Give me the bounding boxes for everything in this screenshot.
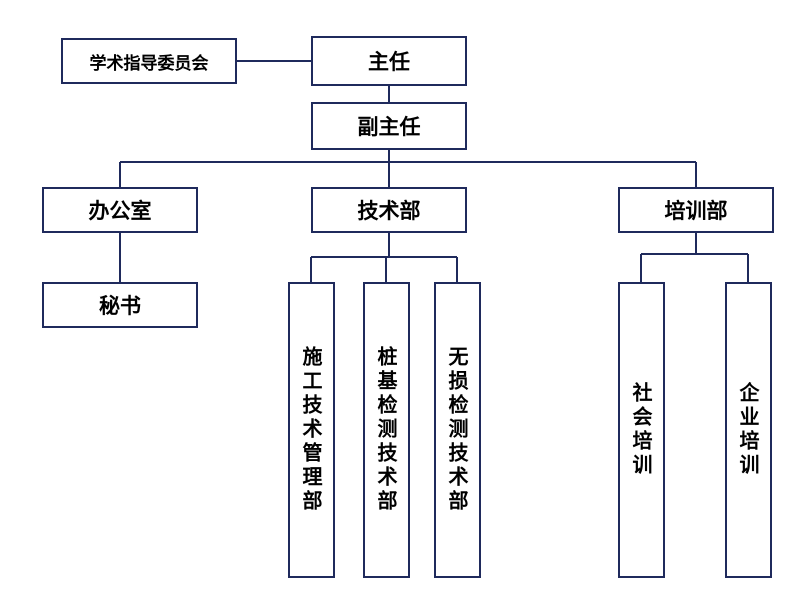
construction-tech-management-label: 施工技术管理部 [299,346,323,514]
training-department-box: 培训部 [618,187,774,233]
nondestructive-testing-tech-box: 无损检测技术部 [434,282,481,578]
director-label: 主任 [368,50,410,74]
deputy-director-box: 副主任 [311,102,467,150]
office-box: 办公室 [42,187,198,233]
construction-tech-management-box: 施工技术管理部 [288,282,335,578]
nondestructive-testing-tech-label: 无损检测技术部 [445,346,469,514]
social-training-label: 社会培训 [629,382,653,478]
pile-inspection-tech-box: 桩基检测技术部 [363,282,410,578]
social-training-box: 社会培训 [618,282,665,578]
enterprise-training-box: 企业培训 [725,282,772,578]
enterprise-training-label: 企业培训 [736,382,760,478]
tech-department-box: 技术部 [311,187,467,233]
office-label: 办公室 [88,199,152,223]
secretary-label: 秘书 [99,294,141,318]
training-department-label: 培训部 [664,199,728,223]
tech-department-label: 技术部 [357,199,421,223]
pile-inspection-tech-label: 桩基检测技术部 [374,346,398,514]
advisory-committee-label: 学术指导委员会 [89,53,209,74]
advisory-committee-box: 学术指导委员会 [61,38,237,84]
director-box: 主任 [311,36,467,86]
secretary-box: 秘书 [42,282,198,328]
deputy-director-label: 副主任 [357,115,421,139]
